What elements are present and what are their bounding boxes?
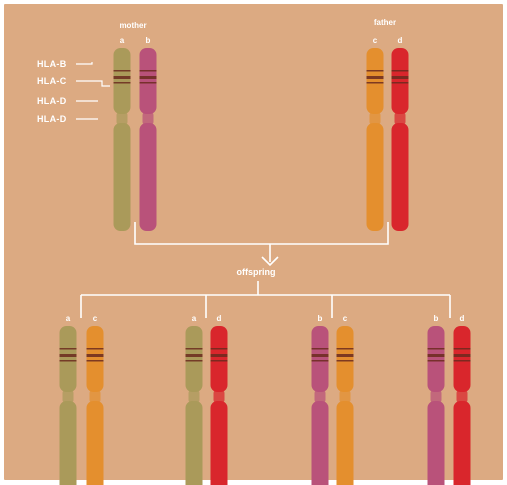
allele-label: a [120, 36, 125, 45]
chromosome-long-arm [87, 401, 104, 485]
hla-band [454, 360, 471, 362]
hla-band [211, 360, 228, 362]
allele-label: b [146, 36, 151, 45]
chromosome-short-arm [186, 326, 203, 392]
hla-band [312, 354, 329, 357]
allele-label: c [93, 314, 98, 323]
chromosome-long-arm [114, 123, 131, 231]
hla-band [114, 82, 131, 84]
chromosome-short-arm [454, 326, 471, 392]
hla-band [60, 348, 77, 350]
allele-label: b [318, 314, 323, 323]
chromosome-short-arm [312, 326, 329, 392]
offspring-label: offspring [237, 267, 276, 277]
hla-band [186, 354, 203, 357]
chromosome-long-arm [186, 401, 203, 485]
hla-band [337, 354, 354, 357]
hla-band [367, 70, 384, 72]
hla-label-c: HLA-C [37, 76, 67, 86]
hla-band [392, 82, 409, 84]
chromosome-short-arm [367, 48, 384, 114]
chromosome-short-arm [87, 326, 104, 392]
chromosome-long-arm [60, 401, 77, 485]
hla-band [140, 76, 157, 79]
hla-band [60, 360, 77, 362]
hla-band [392, 70, 409, 72]
hla-band [454, 348, 471, 350]
chromosome-short-arm [140, 48, 157, 114]
hla-band [211, 354, 228, 357]
hla-band [312, 348, 329, 350]
chromosome-short-arm [211, 326, 228, 392]
allele-label: d [217, 314, 222, 323]
hla-band [337, 360, 354, 362]
hla-band [140, 82, 157, 84]
allele-label: d [398, 36, 403, 45]
hla-band [114, 70, 131, 72]
hla-band [211, 348, 228, 350]
hla-band [454, 354, 471, 357]
chromosome-long-arm [454, 401, 471, 485]
hla-label-d1: HLA-D [37, 96, 67, 106]
hla-band [312, 360, 329, 362]
parent-chromosome: b [140, 36, 157, 231]
chromosome-short-arm [337, 326, 354, 392]
hla-band [140, 70, 157, 72]
chromosome-long-arm [312, 401, 329, 485]
allele-label: a [192, 314, 197, 323]
chromosome-long-arm [211, 401, 228, 485]
hla-band [186, 348, 203, 350]
chromosome-short-arm [392, 48, 409, 114]
allele-label: c [343, 314, 348, 323]
hla-band [114, 76, 131, 79]
chromosome-long-arm [367, 123, 384, 231]
chromosome-long-arm [428, 401, 445, 485]
chromosome-short-arm [428, 326, 445, 392]
hla-band [392, 76, 409, 79]
hla-label-d2: HLA-D [37, 114, 67, 124]
hla-band [87, 360, 104, 362]
mother-label: mother [119, 21, 146, 30]
hla-band [367, 76, 384, 79]
hla-band [428, 360, 445, 362]
allele-label: c [373, 36, 378, 45]
parent-chromosome: a [114, 36, 131, 231]
allele-label: d [460, 314, 465, 323]
allele-label: a [66, 314, 71, 323]
chromosome-long-arm [337, 401, 354, 485]
hla-band [87, 348, 104, 350]
parent-chromosome: d [392, 36, 409, 231]
hla-band [428, 354, 445, 357]
parent-chromosome: c [367, 36, 384, 231]
father-label: father [374, 18, 396, 27]
chromosome-long-arm [140, 123, 157, 231]
hla-band [60, 354, 77, 357]
hla-band [87, 354, 104, 357]
hla-band [186, 360, 203, 362]
chromosome-long-arm [392, 123, 409, 231]
hla-band [428, 348, 445, 350]
allele-label: b [434, 314, 439, 323]
chromosome-short-arm [60, 326, 77, 392]
hla-label-b: HLA-B [37, 59, 67, 69]
chromosome-short-arm [114, 48, 131, 114]
hla-band [367, 82, 384, 84]
hla-band [337, 348, 354, 350]
